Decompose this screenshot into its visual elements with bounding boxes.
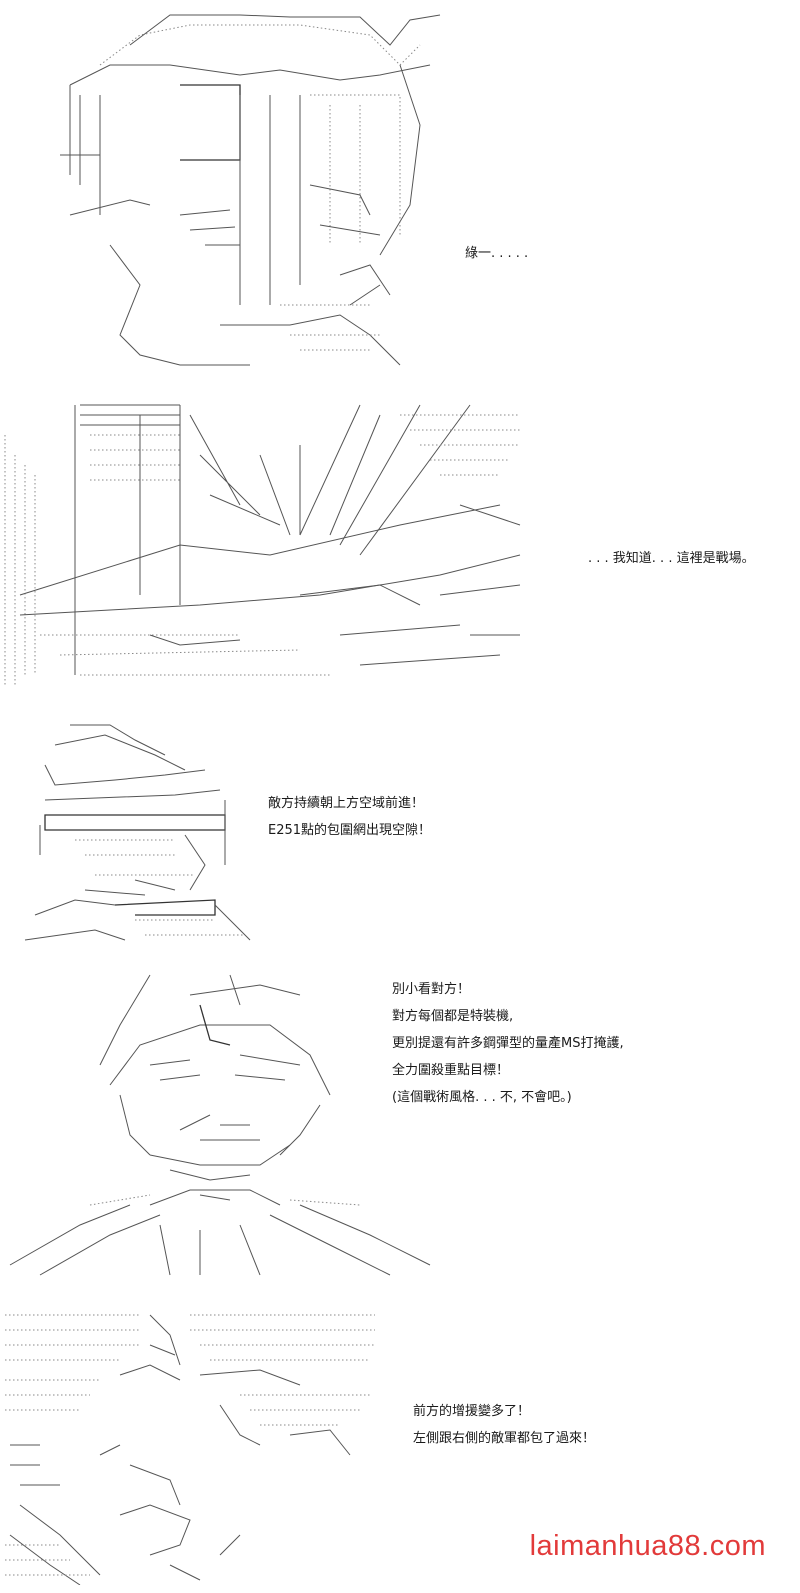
dialogue-panel-4: 別小看對方！ 對方每個都是特裝機, 更別提還有許多鋼彈型的量產MS打掩護, 全力…	[392, 976, 624, 1111]
panel-2: . . . 我知道. . . 這裡是戰場。	[0, 390, 800, 700]
ascii-art-man-portrait	[0, 965, 440, 1285]
ascii-art-girl-portrait	[40, 5, 450, 375]
dialogue-line: 更別提還有許多鋼彈型的量產MS打掩護,	[392, 1036, 624, 1051]
dialogue-line: 左側跟右側的敵軍都包了過來！	[413, 1431, 596, 1446]
ascii-art-pilot-helmet	[15, 715, 260, 945]
dialogue-line: 對方每個都是特裝機,	[392, 1009, 514, 1024]
dialogue-line: 綠一. . . . .	[465, 246, 529, 261]
dialogue-panel-3: 敵方持續朝上方空域前進！ E251點的包圍網出現空隙！	[268, 790, 431, 844]
dialogue-line: 全力圍殺重點目標！	[392, 1063, 510, 1078]
dialogue-line: E251點的包圍網出現空隙！	[268, 823, 432, 838]
watermark: laimanhua88.com	[529, 1530, 766, 1562]
panel-1: 綠一. . . . .	[0, 0, 800, 380]
dialogue-line: 前方的增援變多了！	[413, 1404, 531, 1419]
dialogue-panel-2: . . . 我知道. . . 這裡是戰場。	[588, 545, 755, 572]
panel-3: 敵方持續朝上方空域前進！ E251點的包圍網出現空隙！	[0, 710, 800, 950]
ascii-art-battle-explosion	[0, 395, 530, 695]
dialogue-panel-5: 前方的增援變多了！ 左側跟右側的敵軍都包了過來！	[413, 1398, 595, 1452]
dialogue-panel-1: 綠一. . . . .	[465, 240, 528, 267]
panel-5: 前方的增援變多了！ 左側跟右側的敵軍都包了過來！	[0, 1300, 800, 1593]
ascii-art-cockpit-battle	[0, 1305, 385, 1585]
dialogue-line: (這個戰術風格. . . 不, 不會吧。)	[392, 1090, 572, 1105]
dialogue-line: . . . 我知道. . . 這裡是戰場。	[588, 551, 755, 566]
panel-4: 別小看對方！ 對方每個都是特裝機, 更別提還有許多鋼彈型的量產MS打掩護, 全力…	[0, 960, 800, 1290]
dialogue-line: 別小看對方！	[392, 982, 471, 997]
dialogue-line: 敵方持續朝上方空域前進！	[268, 796, 425, 811]
